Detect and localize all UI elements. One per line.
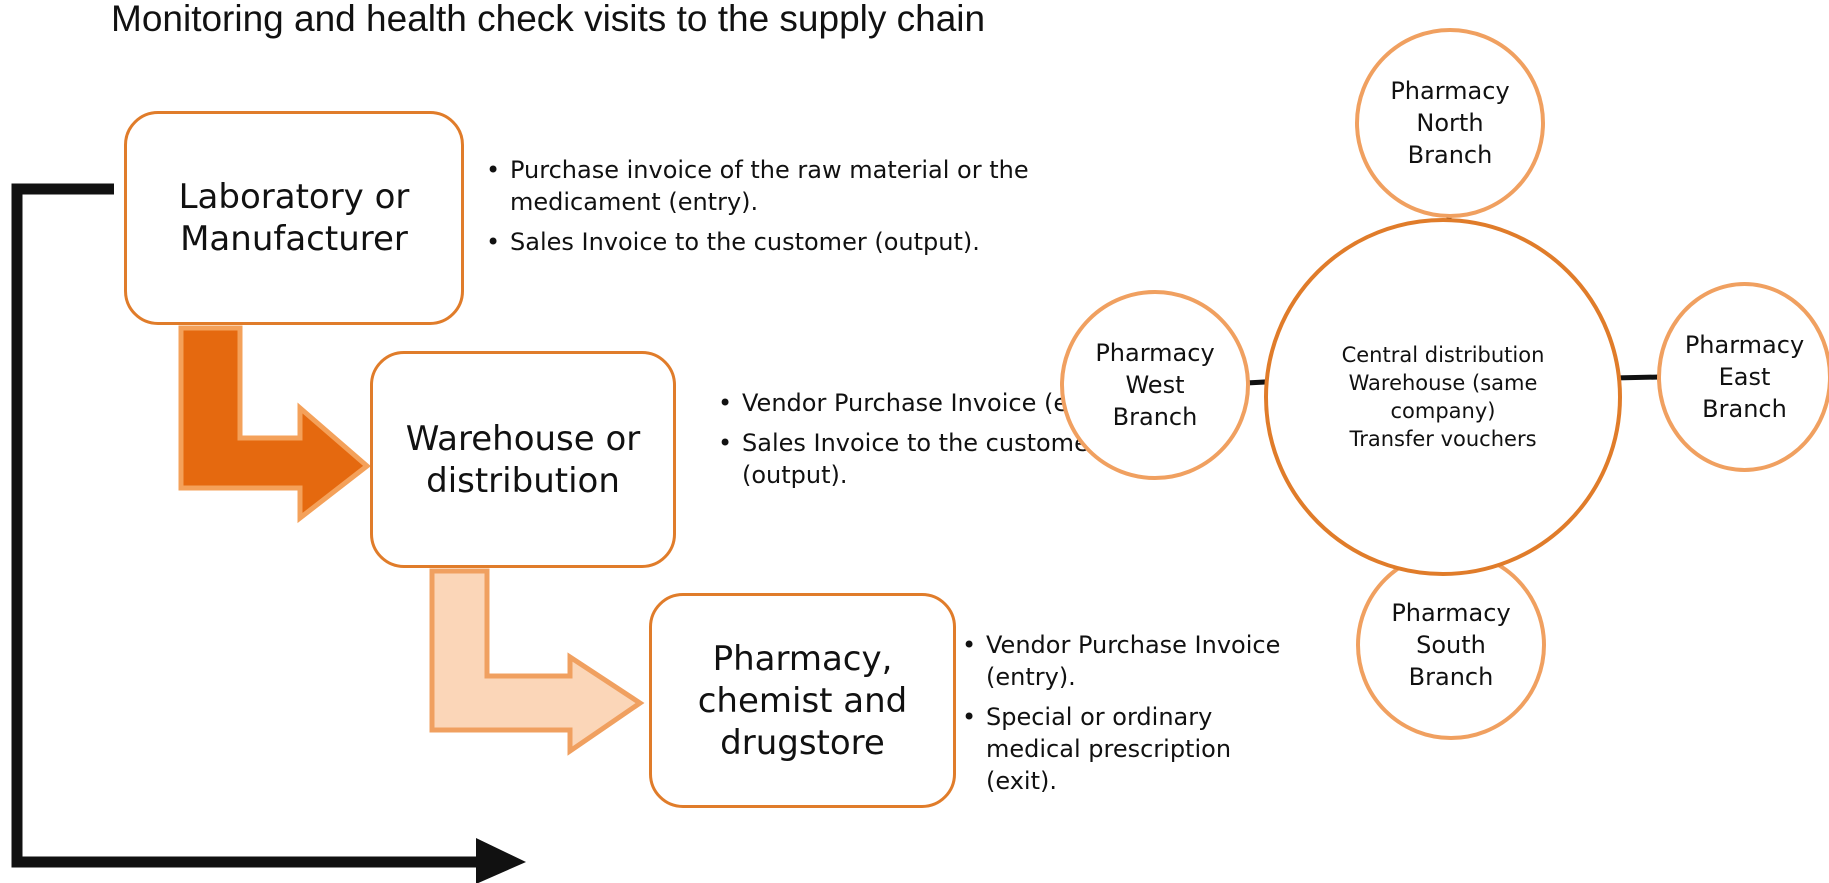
pharmacy-box: Pharmacy, chemist and drugstore <box>649 593 956 808</box>
pharmacy-documents: Vendor Purchase Invoice (entry). Special… <box>962 629 1302 805</box>
diagram-title: Monitoring and health check visits to th… <box>111 0 986 39</box>
laboratory-documents: Purchase invoice of the raw material or … <box>486 154 1046 266</box>
pharmacy-north-branch-label: Pharmacy North Branch <box>1390 77 1510 169</box>
pharmacy-document-item: Special or ordinary medical prescription… <box>962 701 1302 797</box>
laboratory-document-item: Purchase invoice of the raw material or … <box>486 154 1046 218</box>
laboratory-box: Laboratory or Manufacturer <box>124 111 464 325</box>
return-loop-arrowhead <box>476 838 526 883</box>
warehouse-label: Warehouse or distribution <box>405 418 641 501</box>
pharmacy-south-branch-label: Pharmacy South Branch <box>1391 599 1511 691</box>
pharmacy-west-branch-label: Pharmacy West Branch <box>1095 339 1215 431</box>
pharmacy-north-branch-node: Pharmacy North Branch <box>1355 28 1545 218</box>
pharmacy-south-branch-node: Pharmacy South Branch <box>1356 550 1546 740</box>
return-loop-line <box>11 183 482 868</box>
pharmacy-label: Pharmacy, chemist and drugstore <box>697 638 908 763</box>
central-warehouse-node: Central distribution Warehouse (same com… <box>1264 218 1622 576</box>
pharmacy-document-item: Vendor Purchase Invoice (entry). <box>962 629 1302 693</box>
central-warehouse-label: Central distribution Warehouse (same com… <box>1341 343 1545 451</box>
laboratory-document-item: Sales Invoice to the customer (output). <box>486 226 1046 258</box>
laboratory-label: Laboratory or Manufacturer <box>178 177 410 259</box>
arrow-warehouse-to-pharmacy <box>429 568 645 756</box>
pharmacy-west-branch-node: Pharmacy West Branch <box>1060 290 1250 480</box>
warehouse-document-item: Sales Invoice to the customer (output). <box>718 427 1138 491</box>
arrow-lab-to-warehouse <box>178 325 371 524</box>
pharmacy-east-branch-node: Pharmacy East Branch <box>1657 282 1829 472</box>
warehouse-box: Warehouse or distribution <box>370 351 676 568</box>
pharmacy-east-branch-label: Pharmacy East Branch <box>1684 331 1805 423</box>
